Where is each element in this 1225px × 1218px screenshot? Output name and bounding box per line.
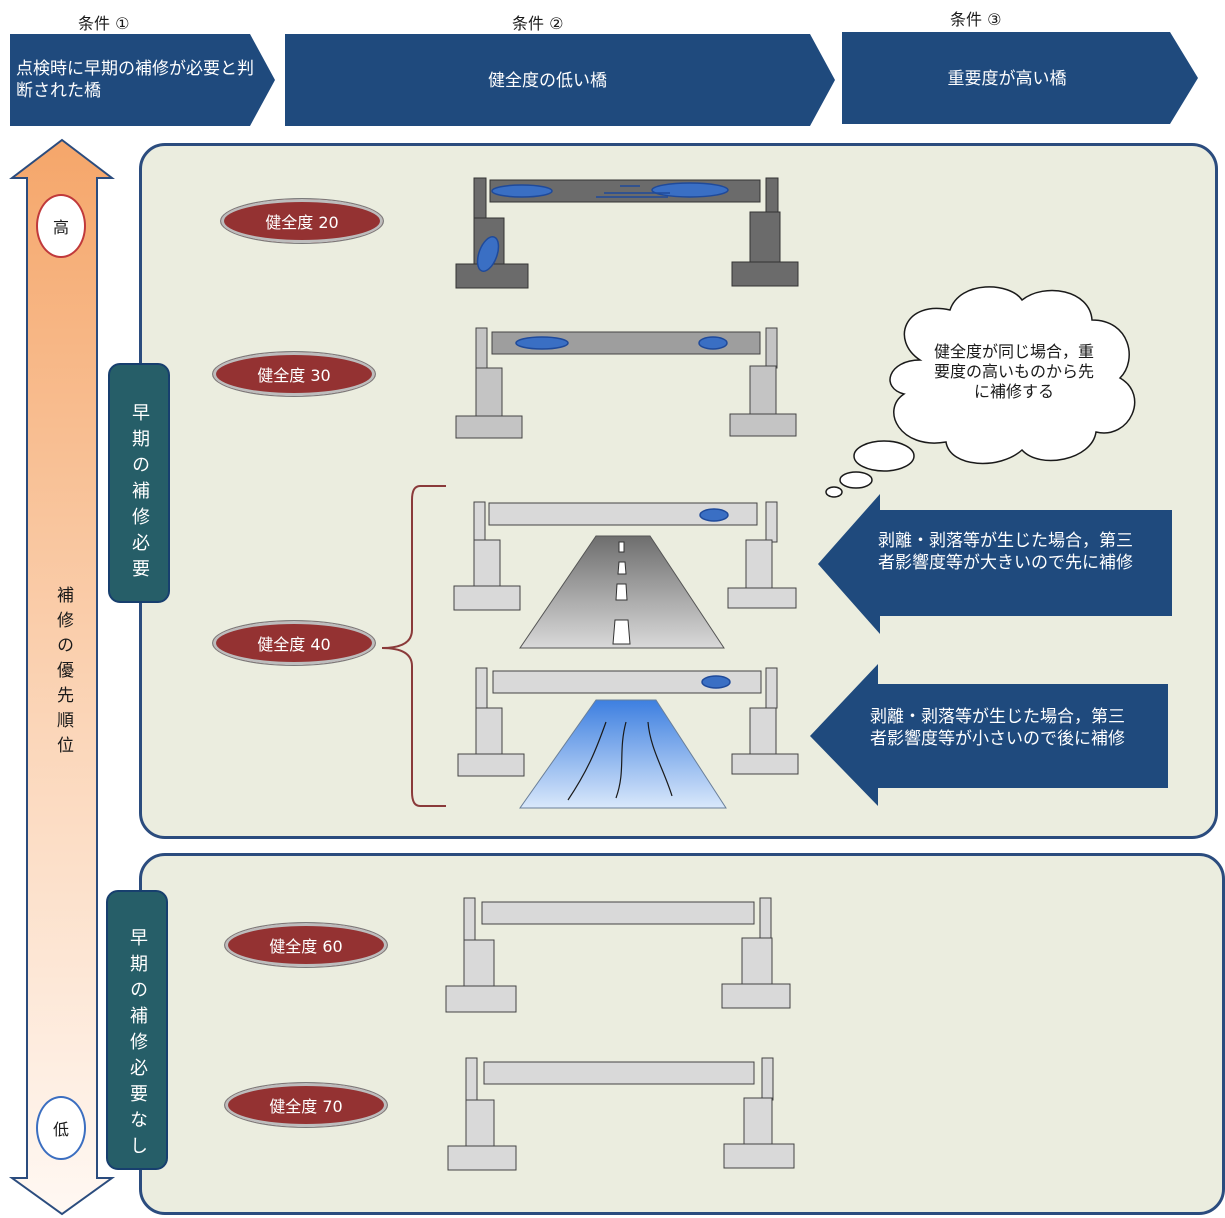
health-score-70: 健全度 70 (224, 1082, 388, 1128)
note-road: 剥離・剥落等が生じた場合，第三者影響度等が大きいので先に補修 (878, 531, 1133, 573)
note-river: 剥離・剥落等が生じた場合，第三者影響度等が小さいので後に補修 (870, 707, 1125, 749)
condition-2-arrow (285, 34, 835, 126)
priority-high-circle: 高 (36, 194, 86, 258)
damage-mark-40-road (699, 508, 729, 522)
bridge-health-40-road (453, 501, 797, 611)
damage-marks-20 (476, 182, 729, 272)
note-arrow-river (810, 664, 1168, 806)
river-graphic (519, 699, 727, 809)
condition-3-label: 条件 ③ (950, 10, 1002, 29)
condition-3-text: 重要度が高い橋 (947, 69, 1067, 89)
group-repair-not-needed: 早期の補修必要なし (106, 890, 168, 1170)
damage-marks-30 (515, 336, 728, 350)
cloud-note: 健全度が同じ場合，重要度の高いものから先に補修する (933, 342, 1094, 401)
condition-3-arrow (842, 32, 1198, 124)
road-lane-marks (612, 541, 631, 645)
group-repair-needed: 早期の補修必要 (108, 363, 170, 603)
condition-1-label: 条件 ① (78, 14, 130, 33)
priority-low-circle: 低 (36, 1096, 86, 1160)
health-score-30: 健全度 30 (212, 351, 376, 397)
brace-health-40 (381, 485, 446, 807)
priority-double-arrow (8, 138, 116, 1216)
thought-cloud (825, 286, 1136, 498)
note-arrow-road (818, 494, 1172, 634)
priority-axis-label: 補修の優先順位 (53, 586, 73, 761)
damage-mark-40-river (701, 675, 731, 689)
health-score-20: 健全度 20 (220, 198, 384, 244)
condition-1-arrow (10, 34, 275, 126)
bridge-health-70 (447, 1057, 795, 1171)
condition-1-text: 点検時に早期の補修が必要と判断された橋 (16, 59, 254, 101)
group-repair-needed-label: 早期の補修必要 (129, 403, 150, 585)
health-score-60: 健全度 60 (224, 922, 388, 968)
condition-2-label: 条件 ② (512, 14, 564, 33)
bridge-health-60 (445, 897, 791, 1013)
bridge-health-30 (455, 327, 797, 439)
bridge-health-40-river (457, 667, 799, 777)
health-score-40: 健全度 40 (212, 620, 376, 666)
group-repair-not-needed-label: 早期の補修必要なし (127, 928, 148, 1162)
river-current-lines (567, 721, 673, 801)
condition-2-text: 健全度の低い橋 (488, 71, 607, 91)
